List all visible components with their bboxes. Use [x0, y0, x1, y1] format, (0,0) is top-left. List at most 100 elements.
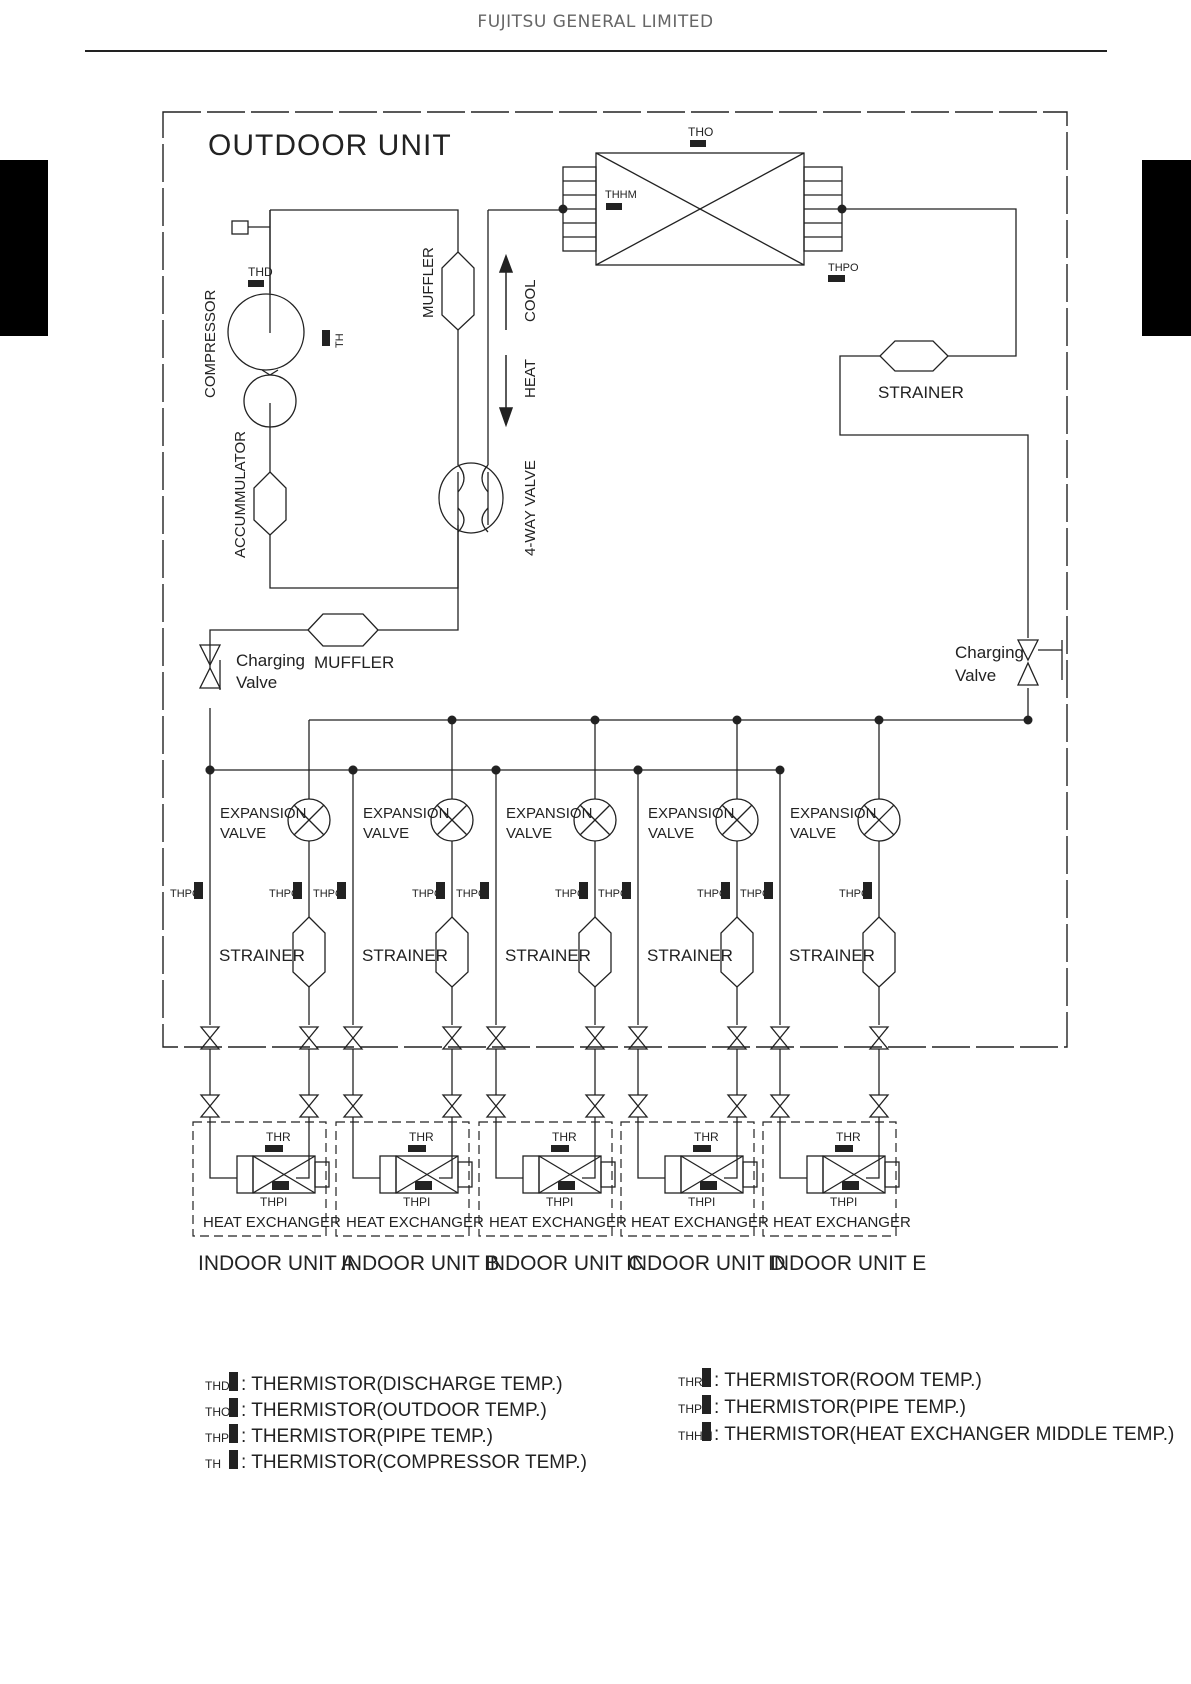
thermistor-room: THR: [408, 1130, 434, 1152]
accumulator: [253, 471, 287, 536]
branches-layer: EXPANSION VALVE STRAINER THPO THPO THR THPI HEA…: [170, 715, 926, 1275]
thermistor-pipe: THPO: [839, 882, 872, 900]
indoor-unit-label: INDOOR UNIT D: [626, 1252, 785, 1275]
thermistor-pipe-outdoor: THPO: [828, 262, 859, 282]
strainer: [862, 916, 896, 988]
thermistor-room: THR: [265, 1130, 291, 1152]
thermistor-pipe-indoor-label: THPI: [546, 1195, 573, 1209]
thermistor-pipe-label: THPO: [170, 888, 201, 900]
indoor-heat-exchanger: [379, 1155, 473, 1194]
page-header: FUJITSU GENERAL LIMITED: [477, 12, 714, 32]
legend-symbol: TH: [205, 1457, 221, 1471]
indoor-unit-c: THR THPI HEAT EXCHANGER: [478, 1117, 627, 1237]
thermistor-room: THR: [693, 1130, 719, 1152]
charging-valve-right-label-2: Valve: [955, 666, 996, 685]
indoor-unit-a: THR THPI HEAT EXCHANGER: [192, 1117, 341, 1237]
expansion-valve-label: EXPANSION: [648, 805, 734, 822]
strainer-outdoor-label: STRAINER: [878, 383, 964, 402]
strainer-label: STRAINER: [647, 946, 733, 965]
thermistor-pipe-label: THPO: [740, 888, 771, 900]
thermistor-pipe-label: THPO: [555, 888, 586, 900]
pressure-switch: [231, 220, 249, 235]
legend-item-left-3: TH : THERMISTOR(COMPRESSOR TEMP.): [205, 1450, 587, 1473]
legend-item-left-2: THPO: THERMISTOR(PIPE TEMP.): [205, 1424, 493, 1447]
thermistor-pipe-label: THPO: [598, 888, 629, 900]
thermistor-pipe-label: THPO: [412, 888, 443, 900]
thermistor-pipe: THPO: [412, 882, 445, 900]
thermistor-pipe-label: THPO: [269, 888, 300, 900]
legend-item-right-1: THPI: THERMISTOR(PIPE TEMP.): [678, 1395, 966, 1418]
expansion-valve: [287, 798, 331, 842]
strainer: [292, 916, 326, 988]
legend-text: : THERMISTOR(HEAT EXCHANGER MIDDLE TEMP.…: [714, 1424, 1174, 1445]
heat-exchanger-label: HEAT EXCHANGER: [203, 1214, 341, 1231]
side-tab-right: [1142, 160, 1191, 336]
indoor-heat-exchanger: [664, 1155, 758, 1194]
charging-valve-right: [1016, 639, 1063, 686]
thermistor-room: THR: [835, 1130, 861, 1152]
expansion-valve-label: EXPANSION: [506, 805, 592, 822]
strainer-outdoor: [879, 340, 949, 372]
indoor-unit-label: INDOOR UNIT B: [341, 1252, 499, 1275]
charging-valve-left: [198, 644, 222, 690]
strainer-label: STRAINER: [219, 946, 305, 965]
four-way-valve-label: 4-WAY VALVE: [522, 460, 539, 556]
legend: THD: THERMISTOR(DISCHARGE TEMP.)THO: THE…: [205, 1368, 1174, 1473]
legend-text: : THERMISTOR(COMPRESSOR TEMP.): [241, 1452, 587, 1473]
expansion-valve: [857, 798, 901, 842]
legend-text: : THERMISTOR(DISCHARGE TEMP.): [241, 1374, 563, 1395]
thermistor-pipe-label: THPO: [313, 888, 344, 900]
legend-text: : THERMISTOR(ROOM TEMP.): [714, 1370, 982, 1391]
thermistor-pipe: THPO: [598, 882, 631, 900]
svg-text:THPO: THPO: [828, 262, 859, 274]
indoor-unit-b: THR THPI HEAT EXCHANGER: [335, 1117, 484, 1237]
thermistor-pipe: THPO: [555, 882, 588, 900]
thermistor-pipe: THPO: [269, 882, 302, 900]
thermistor-pipe: THPO: [170, 882, 203, 900]
legend-text: : THERMISTOR(OUTDOOR TEMP.): [241, 1400, 547, 1421]
indoor-heat-exchanger: [806, 1155, 900, 1194]
charging-valve-left-label-2: Valve: [236, 673, 277, 692]
thermistor-pipe-label: THPO: [697, 888, 728, 900]
thermistor-pipe: THPO: [740, 882, 773, 900]
thermistor-pipe-indoor-label: THPI: [403, 1195, 430, 1209]
strainer: [435, 916, 469, 988]
expansion-valve-label: VALVE: [648, 825, 694, 842]
legend-symbol: THR: [678, 1375, 703, 1389]
indoor-heat-exchanger: [236, 1155, 330, 1194]
expansion-valve-label: VALVE: [790, 825, 836, 842]
outdoor-heat-exchanger: [562, 152, 843, 266]
expansion-valve-label: EXPANSION: [790, 805, 876, 822]
strainer: [578, 916, 612, 988]
thermistor-room-label: THR: [694, 1130, 719, 1144]
outdoor-unit-boundary: [162, 111, 1068, 1048]
expansion-valve: [573, 798, 617, 842]
strainer-label: STRAINER: [789, 946, 875, 965]
thermistor-pipe-indoor-label: THPI: [830, 1195, 857, 1209]
thermistor-room-label: THR: [552, 1130, 577, 1144]
indoor-unit-label: INDOOR UNIT A: [198, 1252, 355, 1275]
svg-text:THHM: THHM: [605, 189, 637, 201]
charging-valve-left-label-1: Charging: [236, 651, 305, 670]
heat-exchanger-label: HEAT EXCHANGER: [489, 1214, 627, 1231]
thermistor-room: THR: [551, 1130, 577, 1152]
heat-exchanger-label: HEAT EXCHANGER: [346, 1214, 484, 1231]
thermistor-outdoor-temp: THO: [688, 125, 713, 147]
heat-exchanger-label: HEAT EXCHANGER: [773, 1214, 911, 1231]
expansion-valve-label: EXPANSION: [363, 805, 449, 822]
strainer-label: STRAINER: [505, 946, 591, 965]
legend-symbol: THD: [205, 1379, 230, 1393]
thermistor-compressor: TH: [322, 330, 346, 348]
legend-text: : THERMISTOR(PIPE TEMP.): [241, 1426, 493, 1447]
indoor-unit-e: THR THPI HEAT EXCHANGER: [762, 1117, 911, 1237]
legend-item-left-0: THD : THERMISTOR(DISCHARGE TEMP.): [205, 1372, 563, 1395]
indoor-unit-label: INDOOR UNIT E: [768, 1252, 926, 1275]
legend-item-right-0: THR : THERMISTOR(ROOM TEMP.): [678, 1368, 982, 1391]
compressor: [227, 210, 305, 428]
thermistor-pipe-indoor-label: THPI: [260, 1195, 287, 1209]
side-tab-left: [0, 160, 48, 336]
